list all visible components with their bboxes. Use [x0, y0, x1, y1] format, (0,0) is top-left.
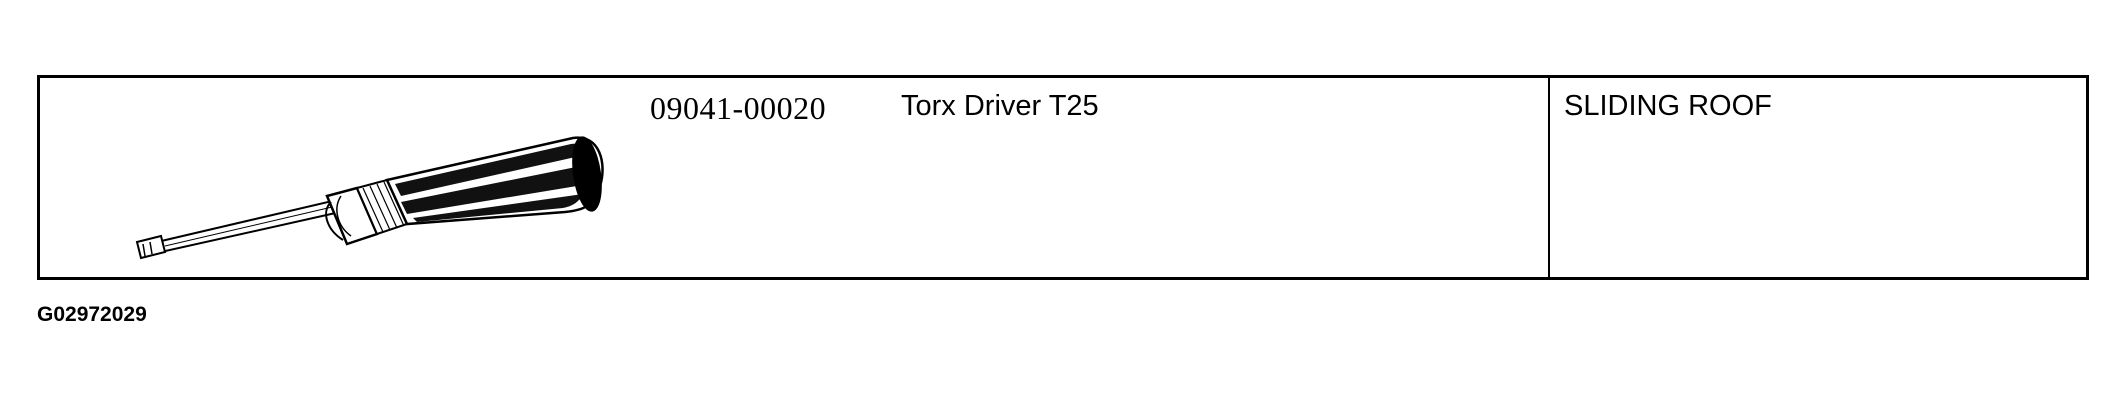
column-divider	[1548, 78, 1550, 277]
screwdriver-icon	[135, 136, 604, 260]
tool-name: Torx Driver T25	[901, 90, 1099, 122]
figure-id: G02972029	[37, 303, 147, 326]
application-label: SLIDING ROOF	[1564, 90, 1772, 122]
special-tool-table: 09041-00020 Torx Driver T25 SLIDING ROOF	[37, 75, 2089, 280]
part-number: 09041-00020	[650, 90, 827, 126]
